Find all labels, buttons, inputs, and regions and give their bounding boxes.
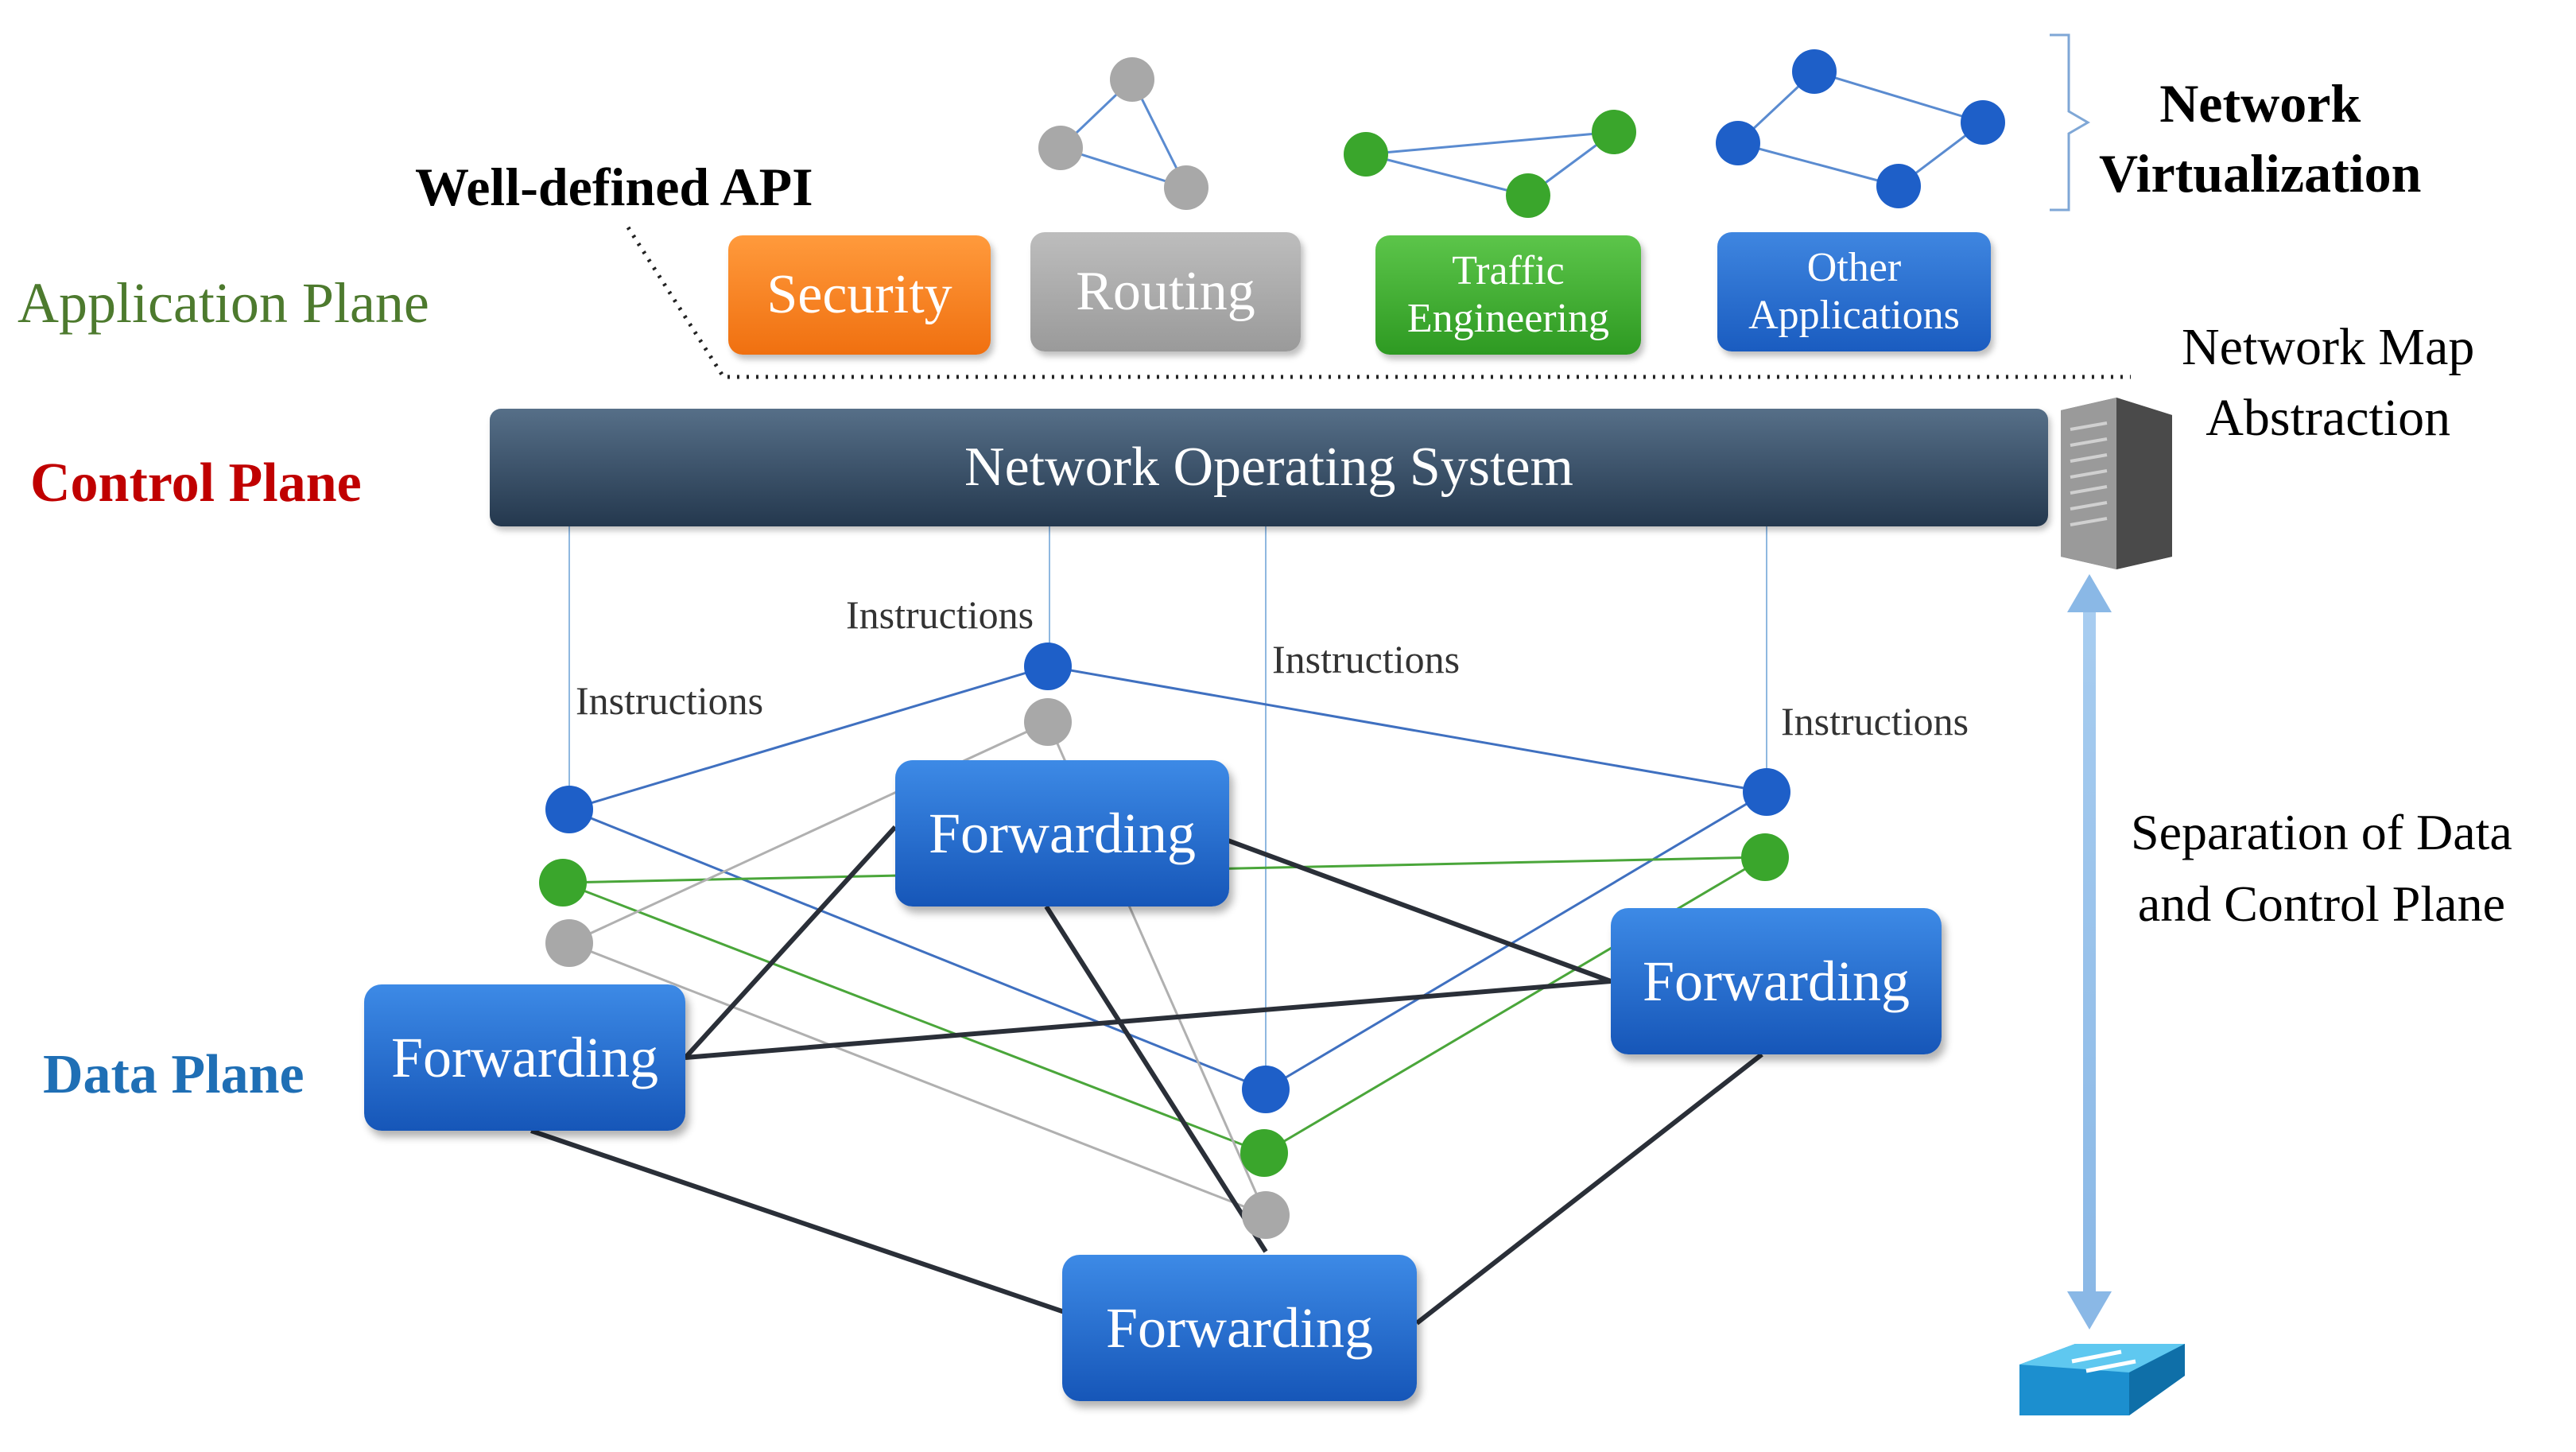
other-overlay-graph — [1716, 49, 2005, 208]
gray-node — [1038, 126, 1083, 170]
virtualization-brace — [2050, 33, 2090, 212]
traffic-engineering-app-box[interactable]: Traffic Engineering — [1375, 235, 1641, 355]
network-map-line1: Network Map — [2182, 318, 2475, 376]
api-dotted-line — [626, 226, 2131, 379]
forwarding-box-top[interactable]: Forwarding — [895, 760, 1229, 907]
security-app-box[interactable]: Security — [728, 235, 991, 355]
traffic-line1: Traffic — [1452, 248, 1565, 294]
instructions-label: Instructions — [1272, 637, 1461, 681]
nos-links — [568, 526, 1767, 1081]
traffic-overlay-graph — [1344, 110, 1636, 218]
instructions-label: Instructions — [846, 592, 1034, 637]
green-node — [1741, 833, 1789, 881]
traffic-line2: Engineering — [1406, 296, 1610, 341]
green-node — [539, 859, 587, 907]
gray-node — [545, 919, 593, 967]
green-node — [1592, 110, 1636, 154]
blue-node — [1792, 49, 1837, 94]
blue-node — [1961, 100, 2005, 145]
forwarding-box-left[interactable]: Forwarding — [364, 984, 685, 1131]
instructions-label: Instructions — [576, 678, 764, 723]
instructions-label: Instructions — [1781, 699, 1969, 743]
api-label: Well-defined API — [415, 157, 813, 217]
other-line1: Other — [1806, 245, 1902, 291]
separation-arrow — [2067, 574, 2112, 1330]
blue-node — [545, 786, 593, 833]
gray-node — [1164, 165, 1208, 210]
data-plane-label: Data Plane — [43, 1044, 305, 1105]
blue-node — [1876, 164, 1921, 208]
data-plane-nodes — [539, 643, 1790, 1239]
green-node — [1240, 1129, 1288, 1177]
blue-node — [1716, 121, 1760, 165]
separation-label: Separation of Data and Control Plane — [2131, 797, 2512, 939]
gray-node — [1242, 1191, 1290, 1239]
blue-node — [1242, 1066, 1290, 1113]
blue-node — [1024, 643, 1072, 690]
network-virtualization-line2: Virtualization — [2099, 143, 2422, 204]
forwarding-box-right[interactable]: Forwarding — [1611, 908, 1942, 1054]
routing-app-box[interactable]: Routing — [1030, 232, 1301, 351]
network-map-line2: Abstraction — [2206, 389, 2451, 448]
blue-node — [1743, 768, 1790, 816]
switch-icon — [2019, 1344, 2185, 1415]
separation-line2: and Control Plane — [2137, 875, 2505, 932]
forwarding-box-bottom[interactable]: Forwarding — [1062, 1255, 1417, 1401]
routing-overlay-graph — [1038, 57, 1208, 210]
network-operating-system-bar[interactable]: Network Operating System — [490, 409, 2048, 526]
green-node — [1344, 132, 1388, 177]
server-icon — [2061, 398, 2172, 569]
gray-node — [1110, 57, 1154, 102]
application-plane-label: Application Plane — [17, 271, 429, 335]
other-line2: Applications — [1748, 293, 1960, 338]
physical-links — [530, 825, 1763, 1326]
green-node — [1506, 173, 1550, 218]
network-virtualization-line1: Network — [2159, 73, 2361, 134]
separation-line1: Separation of Data — [2131, 804, 2512, 860]
gray-node — [1024, 698, 1072, 746]
network-map-label: Network Map Abstraction — [2182, 312, 2474, 453]
blue-overlay-links — [568, 665, 1767, 1091]
network-virtualization-label: Network Virtualization — [2099, 68, 2421, 209]
other-applications-app-box[interactable]: Other Applications — [1717, 232, 1991, 351]
control-plane-label: Control Plane — [30, 452, 362, 514]
